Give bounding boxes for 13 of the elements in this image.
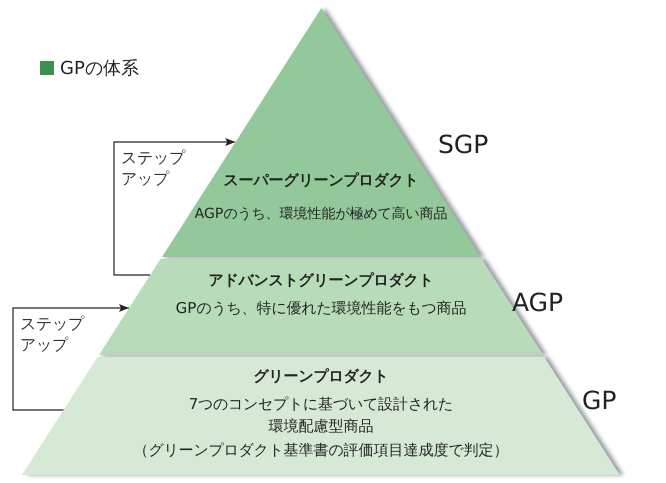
tier-label: AGP	[512, 290, 564, 315]
tier-heading: グリーンプロダクト	[252, 366, 390, 387]
tier-heading: アドバンストグリーンプロダクト	[207, 270, 434, 291]
tier-description: AGPのうち、環境性能が極めて高い商品	[194, 205, 448, 224]
step-up-arrow	[113, 138, 236, 276]
tier-label: SGP	[438, 132, 488, 157]
tier-description: （グリーンプロダクト基準書の評価項目達成度で判定）	[132, 440, 510, 461]
tier-description: 7つのコンセプトに基づいて設計された環境配慮型商品	[188, 394, 454, 437]
diagram-title: GPの体系	[60, 57, 139, 80]
tier-heading: スーパーグリーンプロダクト	[222, 170, 420, 191]
tier-description: GPのうち、特に優れた環境性能をもつ商品	[174, 298, 468, 319]
step-up-arrow	[12, 304, 129, 411]
tier-label: GP	[582, 388, 616, 413]
